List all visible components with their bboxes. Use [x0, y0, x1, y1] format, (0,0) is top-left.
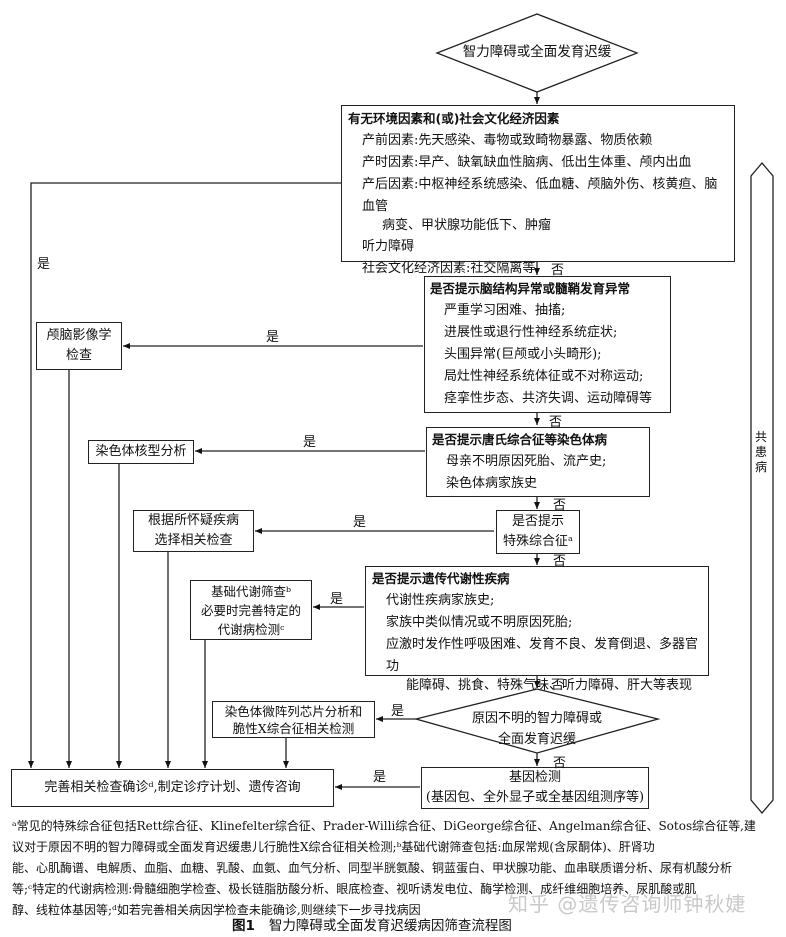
brain-item: 进展性或退行性神经系统症状;	[444, 325, 618, 340]
chromosome-disease-box: 是否提示唐氏综合征等染色体病 母亲不明原因死胎、流产史; 染色体病家族史	[426, 427, 650, 497]
footnote-line: 能、心肌酶谱、电解质、血脂、血糖、乳酸、血氨、血气分析、同型半胱氨酸、铜蓝蛋白、…	[12, 861, 733, 875]
edge-label-yes: 是	[373, 770, 387, 785]
edge-label-yes: 是	[353, 515, 367, 530]
metab-title: 是否提示遗传代谢性疾病	[372, 571, 510, 586]
env-item-postnatal: 产后因素:中枢神经系统感染、低血糖、颅脑外伤、核黄疸、脑血管病变、甲状腺功能低下…	[348, 174, 728, 236]
start-label: 智力障碍或全面发育迟缓	[462, 44, 612, 60]
final-diagnosis-box: 完善相关检查确诊ᵈ,制定诊疗计划、遗传咨询	[11, 769, 334, 807]
gene-testing-box: 基因检测 (基因包、全外显子或全基因组测序等)	[421, 767, 649, 809]
unknown-cause-diamond	[413, 688, 661, 754]
unknown-line2: 全面发育迟缓	[497, 732, 576, 747]
figure-caption: 图1 智力障碍或全面发育迟缓病因筛查流程图	[232, 914, 512, 934]
footnote-line: 醇、线粒体基因等;ᵈ如若完善相关病因学检查未能确诊,则继续下一步寻找病因	[12, 903, 421, 917]
edge-label-yes: 是	[330, 592, 344, 607]
special-line2: 特殊综合征ᵃ	[502, 534, 573, 549]
edge-label-no: 否	[549, 415, 563, 430]
brain-item: 局灶性神经系统体征或不对称运动;	[444, 369, 644, 384]
brain-title: 是否提示脑结构异常或髓鞘发育异常	[430, 281, 631, 296]
env-item-social: 社会文化经济因素:社交隔离等	[362, 261, 536, 276]
metab-item: 代谢性疾病家族史;	[386, 593, 495, 608]
edge-label-no: 否	[551, 678, 565, 693]
gene-line2: (基因包、全外显子或全基因组测序等)	[425, 790, 645, 805]
suspected-line1: 根据所怀疑疾病	[147, 513, 239, 528]
figure-title: 智力障碍或全面发育迟缓病因筛查流程图	[268, 918, 512, 934]
microarray-line1: 染色体微阵列芯片分析和	[224, 703, 363, 719]
environment-factors-box: 有无环境因素和(或)社会文化经济因素 产前因素:先天感染、毒物或致畸物暴露、物质…	[341, 105, 735, 276]
metab-item: 家族中类似情况或不明原因死胎;	[386, 615, 573, 630]
comorbidity-label: 共患病	[754, 430, 767, 474]
edge-label-yes: 是	[266, 330, 280, 345]
brain-item: 严重学习困难、抽搐;	[444, 303, 566, 318]
footnote-line: 议对于原因不明的智力障碍或全面发育迟缓患儿行脆性X综合征相关检测;ᵇ基础代谢筛查…	[12, 840, 655, 854]
imaging-line1: 颅脑影像学	[46, 328, 112, 343]
microarray-line2: 脆性X综合征相关检测	[232, 720, 355, 736]
start-diamond	[435, 13, 639, 93]
special-syndrome-box: 是否提示 特殊综合征ᵃ	[496, 510, 580, 554]
footnote-line: ᵃ常见的特殊综合征包括Rett综合征、Klinefelter综合征、Prader…	[12, 819, 756, 833]
brain-item: 痉挛性步态、共济失调、运动障碍等	[444, 391, 653, 406]
special-line1: 是否提示	[511, 514, 564, 529]
metabolic-disease-box: 是否提示遗传代谢性疾病 代谢性疾病家族史; 家族中类似情况或不明原因死胎; 应激…	[365, 566, 709, 693]
metab-screen-line2: 必要时完善特定的	[200, 602, 301, 618]
figure-number: 图1	[232, 918, 255, 934]
suspected-line2: 选择相关检查	[154, 533, 233, 548]
comorbidity-arrow	[750, 161, 774, 815]
brain-item: 头围异常(巨颅或小头畸形);	[444, 347, 602, 362]
edge-label-yes: 是	[391, 704, 405, 719]
metab-item: 应激时发作性呼吸困难、发育不良、发育倒退、多器官功能障碍、挑食、特殊气味、听力障…	[372, 634, 702, 696]
suspected-disease-box: 根据所怀疑疾病 选择相关检查	[133, 510, 254, 552]
edge-label-no: 否	[553, 498, 567, 513]
env-item-perinatal: 产时因素:早产、缺氧缺血性脑病、低出生体重、颅内出血	[362, 155, 692, 170]
chrom-item: 染色体病家族史	[446, 476, 538, 491]
karyotype-box: 染色体核型分析	[88, 440, 194, 464]
edge-label-yes: 是	[37, 257, 51, 272]
brain-imaging-box: 颅脑影像学 检查	[36, 322, 122, 370]
chrom-item: 母亲不明原因死胎、流产史;	[446, 454, 607, 469]
metab-screen-line3: 代谢病检测ᶜ	[217, 621, 285, 637]
env-item-prenatal: 产前因素:先天感染、毒物或致畸物暴露、物质依赖	[362, 133, 653, 148]
env-item-postnatal-text: 产后因素:中枢神经系统感染、低血糖、颅脑外伤、核黄疸、脑血管	[362, 177, 718, 214]
metabolic-screening-box: 基础代谢筛查ᵇ 必要时完善特定的 代谢病检测ᶜ	[190, 580, 312, 640]
edge-label-yes: 是	[303, 435, 317, 450]
environment-title: 有无环境因素和(或)社会文化经济因素	[348, 111, 560, 126]
imaging-line2: 检查	[65, 348, 92, 363]
env-item-hearing: 听力障碍	[362, 239, 415, 254]
chrom-title: 是否提示唐氏综合征等染色体病	[432, 432, 608, 447]
edge-label-no: 否	[553, 756, 567, 771]
edge-label-no: 否	[553, 554, 567, 569]
metab-item-cont: 能障碍、挑食、特殊气味、听力障碍、肝大等表现	[406, 678, 693, 693]
unknown-cause-label: 原因不明的智力障碍或 全面发育迟缓	[452, 708, 622, 750]
karyotype-line1: 染色体核型分析	[95, 444, 187, 459]
brain-structure-box: 是否提示脑结构异常或髓鞘发育异常 严重学习困难、抽搐; 进展性或退行性神经系统症…	[424, 276, 671, 413]
final-label: 完善相关检查确诊ᵈ,制定诊疗计划、遗传咨询	[44, 780, 301, 795]
microarray-box: 染色体微阵列芯片分析和 脆性X综合征相关检测	[212, 701, 375, 738]
env-item-postnatal-cont: 病变、甲状腺功能低下、肿瘤	[382, 218, 552, 233]
metab-item-text: 应激时发作性呼吸困难、发育不良、发育倒退、多器官功	[386, 637, 699, 674]
footnote-line: 等;ᶜ特定的代谢病检测:骨髓细胞学检查、极长链脂肪酸分析、眼底检查、视听诱发电位…	[12, 882, 697, 896]
edge-label-no: 否	[551, 263, 565, 278]
footnote: ᵃ常见的特殊综合征包括Rett综合征、Klinefelter综合征、Prader…	[12, 816, 782, 921]
unknown-line1: 原因不明的智力障碍或	[471, 711, 602, 726]
metab-screen-line1: 基础代谢筛查ᵇ	[211, 583, 291, 599]
watermark: 知乎 @遗传咨询师钟秋婕	[508, 892, 747, 916]
gene-line1: 基因检测	[508, 770, 561, 785]
